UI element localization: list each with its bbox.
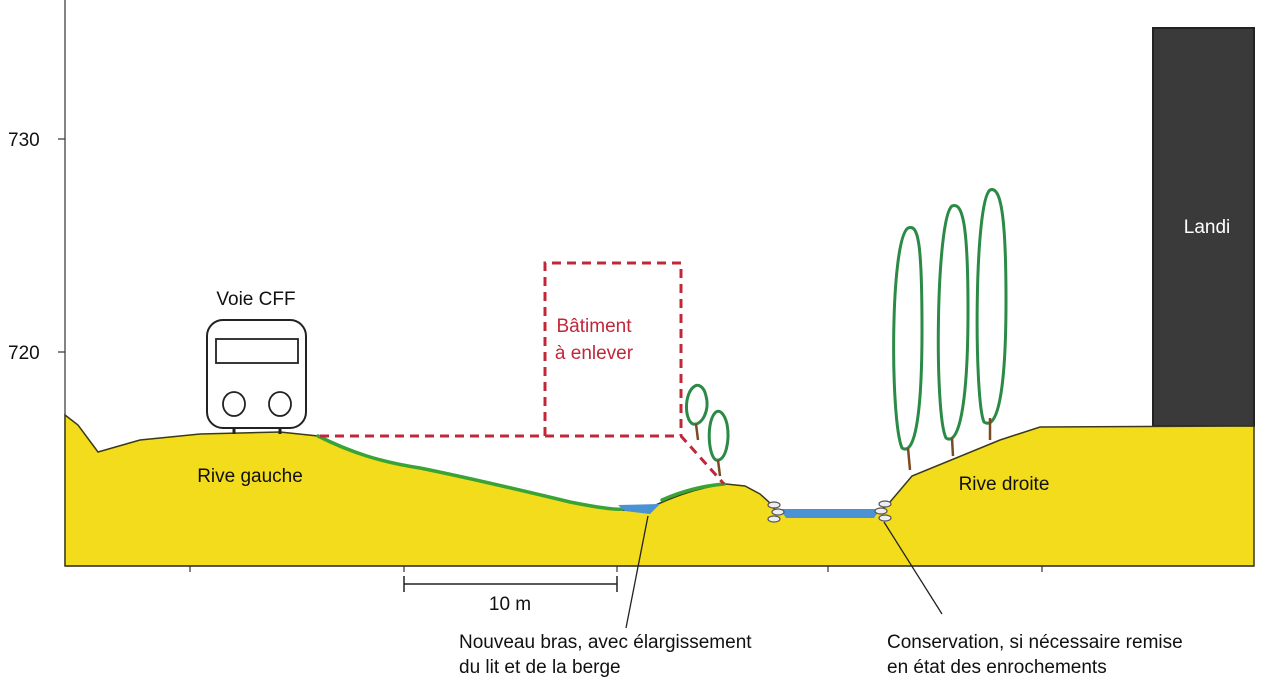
scale-bar: 10 m [403,576,618,615]
riprap-stones [767,500,892,523]
left-bank-label: Rive gauche [197,466,303,487]
building-label-line1: Bâtiment [557,316,633,337]
train: Voie CFF [206,289,307,434]
terrain-profile [64,413,1255,567]
poplar-trees [892,188,1008,471]
tick-label-720: 720 [8,343,40,364]
main-river-water [780,509,880,518]
tick-label-730: 730 [8,130,40,151]
new-branch-water [618,504,660,514]
riprap-line1: Conservation, si nécessaire remise [887,632,1183,653]
annotation-new-branch: Nouveau bras, avec élargissement du lit … [459,515,752,678]
new-branch-line1: Nouveau bras, avec élargissement [459,632,752,653]
scale-label: 10 m [489,594,531,615]
grassy-slope [316,434,726,511]
baseline [65,565,1254,572]
annotation-riprap: Conservation, si nécessaire remise en ét… [883,521,1183,678]
right-bank-label: Rive droite [959,474,1050,495]
landi-building: Landi [1152,27,1255,427]
landi-label: Landi [1184,217,1231,238]
building-label-line2: à enlever [555,343,634,364]
riprap-line2: en état des enrochements [887,657,1107,678]
new-branch-line2: du lit et de la berge [459,657,621,678]
elevation-axis: 730 720 [8,0,66,566]
small-trees [685,383,730,477]
building-to-remove: Bâtiment à enlever [320,261,726,486]
railway-label: Voie CFF [216,289,295,310]
